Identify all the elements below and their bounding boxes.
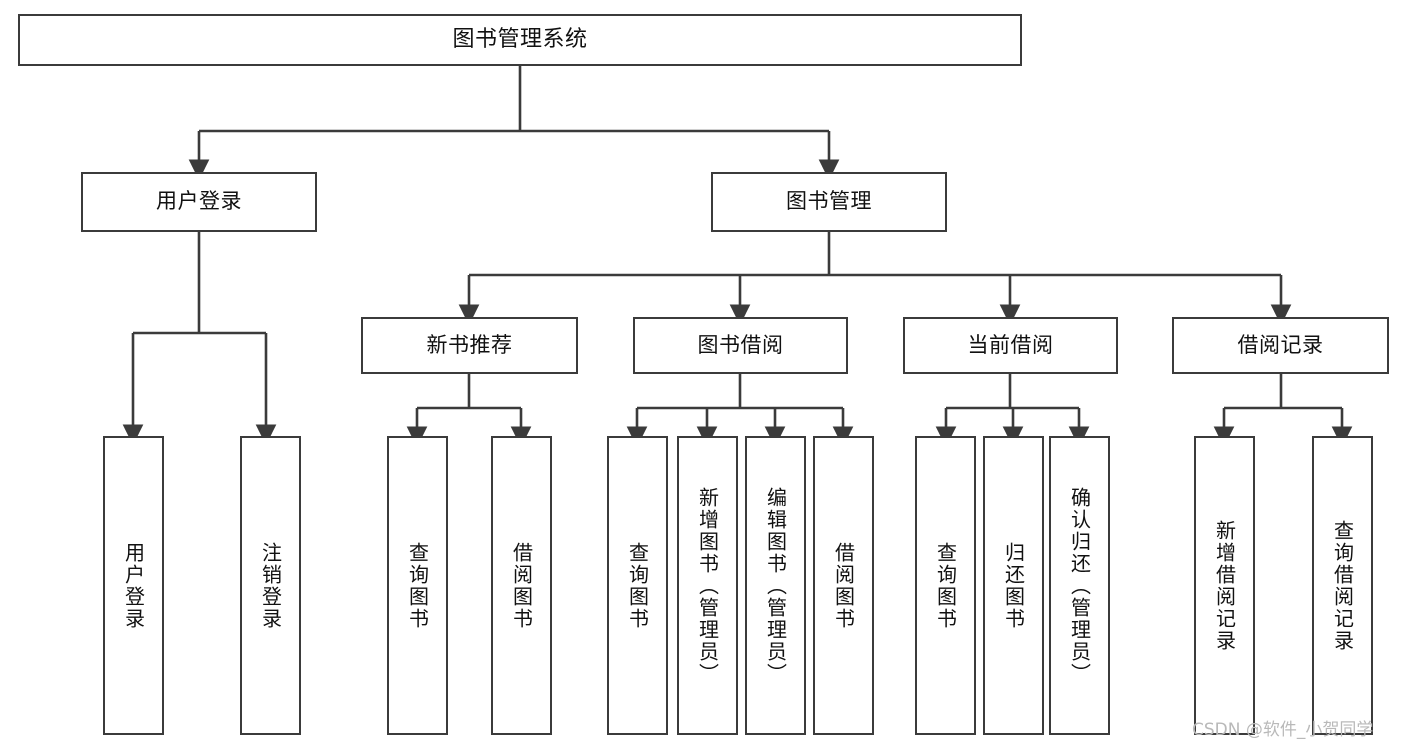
node-label: 图书管理系统 bbox=[452, 26, 588, 52]
node-book-management[interactable]: 图书管理 bbox=[711, 172, 947, 232]
node-label: 查询图书 bbox=[933, 541, 958, 630]
node-label: 图书借阅 bbox=[697, 332, 784, 357]
node-label: 当前借阅 bbox=[967, 332, 1054, 357]
node-current-borrow[interactable]: 当前借阅 bbox=[903, 317, 1118, 374]
leaf-borrow-record-add[interactable]: 新增借阅记录 bbox=[1194, 436, 1255, 735]
leaf-borrow-record-query[interactable]: 查询借阅记录 bbox=[1312, 436, 1373, 735]
leaf-user-login-signin[interactable]: 用户登录 bbox=[103, 436, 164, 735]
node-label: 用户登录 bbox=[156, 189, 242, 214]
node-root-book-management-system[interactable]: 图书管理系统 bbox=[18, 14, 1022, 66]
leaf-new-book-query[interactable]: 查询图书 bbox=[387, 436, 448, 735]
leaf-book-borrow-query[interactable]: 查询图书 bbox=[607, 436, 668, 735]
node-label: 确认归还（管理员） bbox=[1067, 486, 1092, 685]
leaf-book-borrow-edit[interactable]: 编辑图书（管理员） bbox=[745, 436, 806, 735]
node-label: 借阅图书 bbox=[509, 541, 534, 630]
node-book-borrow[interactable]: 图书借阅 bbox=[633, 317, 848, 374]
node-label: 查询借阅记录 bbox=[1330, 519, 1355, 652]
node-label: 借阅图书 bbox=[831, 541, 856, 630]
node-label: 编辑图书（管理员） bbox=[763, 486, 788, 685]
leaf-new-book-borrow[interactable]: 借阅图书 bbox=[491, 436, 552, 735]
csdn-watermark: CSDN @软件_小贺同学 bbox=[1192, 720, 1374, 740]
leaf-book-borrow-borrow[interactable]: 借阅图书 bbox=[813, 436, 874, 735]
node-label: 新增借阅记录 bbox=[1212, 519, 1237, 652]
node-label: 查询图书 bbox=[405, 541, 430, 630]
node-new-book-recommend[interactable]: 新书推荐 bbox=[361, 317, 578, 374]
leaf-current-borrow-query[interactable]: 查询图书 bbox=[915, 436, 976, 735]
node-label: 新增图书（管理员） bbox=[695, 486, 720, 685]
node-user-login[interactable]: 用户登录 bbox=[81, 172, 317, 232]
leaf-user-login-signout[interactable]: 注销登录 bbox=[240, 436, 301, 735]
leaf-current-borrow-return[interactable]: 归还图书 bbox=[983, 436, 1044, 735]
leaf-book-borrow-add[interactable]: 新增图书（管理员） bbox=[677, 436, 738, 735]
node-label: 查询图书 bbox=[625, 541, 650, 630]
node-label: 归还图书 bbox=[1001, 541, 1026, 630]
node-label: 注销登录 bbox=[258, 541, 283, 630]
node-label: 图书管理 bbox=[786, 189, 872, 214]
node-label: 新书推荐 bbox=[426, 332, 513, 357]
node-borrow-record[interactable]: 借阅记录 bbox=[1172, 317, 1389, 374]
node-label: 借阅记录 bbox=[1237, 332, 1324, 357]
leaf-current-borrow-confirm-return[interactable]: 确认归还（管理员） bbox=[1049, 436, 1110, 735]
node-label: 用户登录 bbox=[121, 541, 146, 630]
